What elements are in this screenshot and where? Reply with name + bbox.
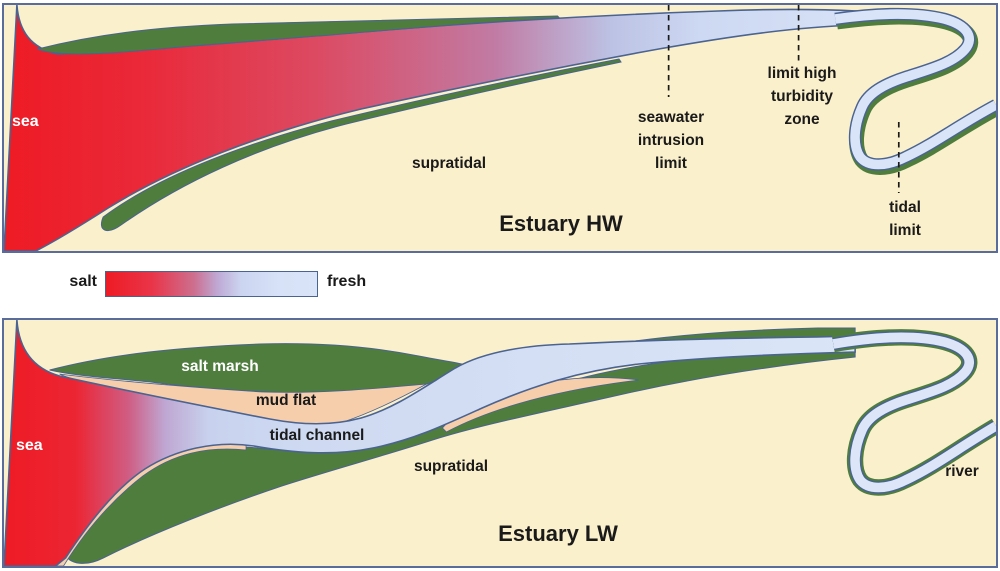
lw-marsh-lower-shape <box>62 348 856 564</box>
legend-salt-label: salt <box>69 273 97 290</box>
mud-flat-label: mud flat <box>255 392 317 409</box>
legend-fresh-label: fresh <box>327 273 367 290</box>
lw-river-meander <box>831 329 996 496</box>
hw-river-meander <box>834 7 996 175</box>
hw-panel-title: Estuary HW <box>499 211 623 236</box>
hw-marsh-lower-shape <box>101 58 622 232</box>
lw-sea-label: sea <box>16 437 43 454</box>
hw-marsh-upper-shape <box>36 15 561 55</box>
tidal-channel-label: tidal channel <box>269 427 365 444</box>
hw-supratidal-label: supratidal <box>411 155 487 172</box>
salinity-legend: salt fresh <box>0 268 1000 302</box>
estuary-lw-panel <box>2 318 998 568</box>
hw-sea-label: sea <box>12 113 39 130</box>
salinity-gradient-bar <box>105 271 318 297</box>
river-label: river <box>945 463 979 480</box>
lw-supratidal-label: supratidal <box>413 458 489 475</box>
estuary-lw-diagram <box>4 320 996 566</box>
tidal-limit-label: tidal limit <box>889 199 921 239</box>
estuary-hw-diagram <box>4 5 996 251</box>
lw-panel-title: Estuary LW <box>498 521 618 546</box>
salt-marsh-label: salt marsh <box>181 358 259 375</box>
limit-high-turbidity-zone-label: limit high turbidity zone <box>767 65 837 128</box>
lw-sea-channel-shape <box>4 320 856 566</box>
seawater-intrusion-limit-label: seawater intrusion limit <box>637 109 705 172</box>
estuary-hw-panel <box>2 3 998 253</box>
